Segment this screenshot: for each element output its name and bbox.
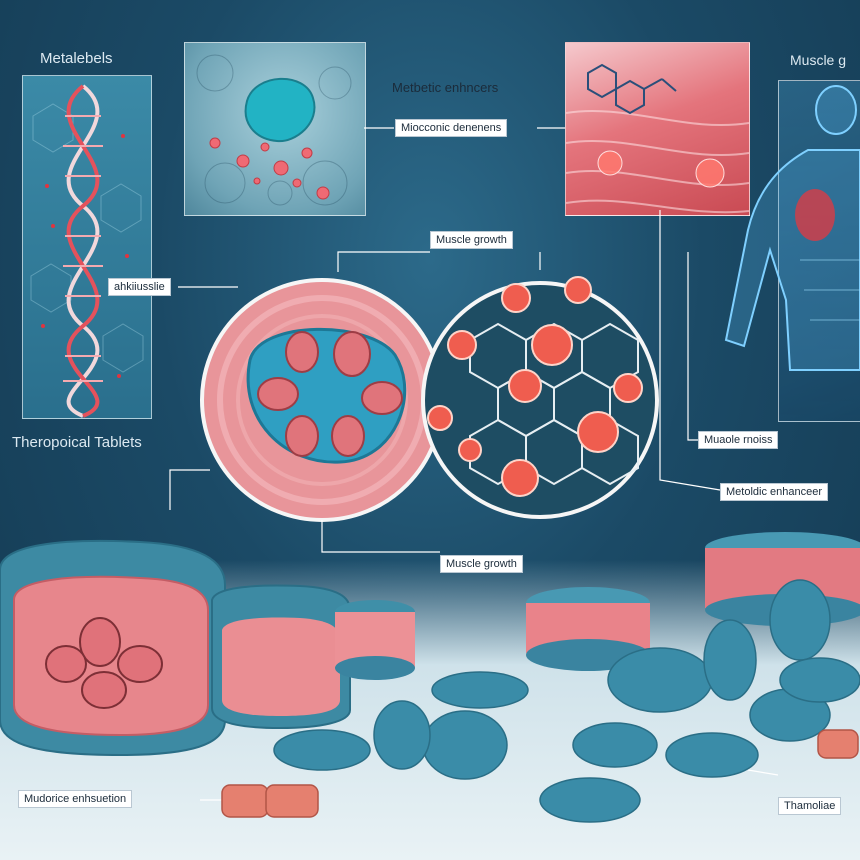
label-metbetic-enhncers: Metbetic enhncers (392, 80, 499, 95)
large-tablet-cross-section (0, 539, 226, 757)
callout-mudorice-enhsuetion: Mudorice enhsuetion (18, 790, 133, 808)
muscle-cross-section-circle (200, 278, 444, 522)
callout-muscle-growth-top: Muscle growth (430, 231, 513, 249)
dna-strand-b (66, 84, 100, 418)
cell-nucleus (244, 77, 316, 143)
muscle-fiber-panel (565, 42, 750, 216)
label-metalebels: Metalebels (40, 50, 113, 67)
molecule-structure-icon (587, 63, 677, 115)
stacked-tablet-right (705, 532, 860, 626)
callout-thamoliae: Thamoliae (778, 797, 842, 815)
label-muscle-g: Muscle g (790, 52, 847, 68)
dna-panel (22, 75, 152, 419)
loose-tablets (273, 579, 860, 823)
cell-micrograph-illustration (196, 54, 352, 206)
dna-helix-illustration (30, 84, 144, 418)
callout-ahkiiusslie: ahkiiusslie (108, 278, 171, 296)
callout-muaole-rnoiss: Muaole rnoiss (698, 431, 779, 449)
callout-muscle-growth-bottom: Muscle growth (440, 555, 523, 573)
pink-capsules (221, 729, 859, 818)
cell-lattice-circle (421, 276, 659, 519)
cell-micrograph-panel (184, 42, 366, 216)
callout-metoldic-enhanceer: Metoldic enhanceer (720, 483, 829, 501)
medium-tablet-cross-section (211, 584, 351, 730)
callout-miocconic-denenens: Miocconic denenens (395, 119, 508, 137)
stacked-tablet-left (335, 600, 415, 680)
label-theropoical-tablets: Theropoical Tablets (12, 434, 142, 451)
